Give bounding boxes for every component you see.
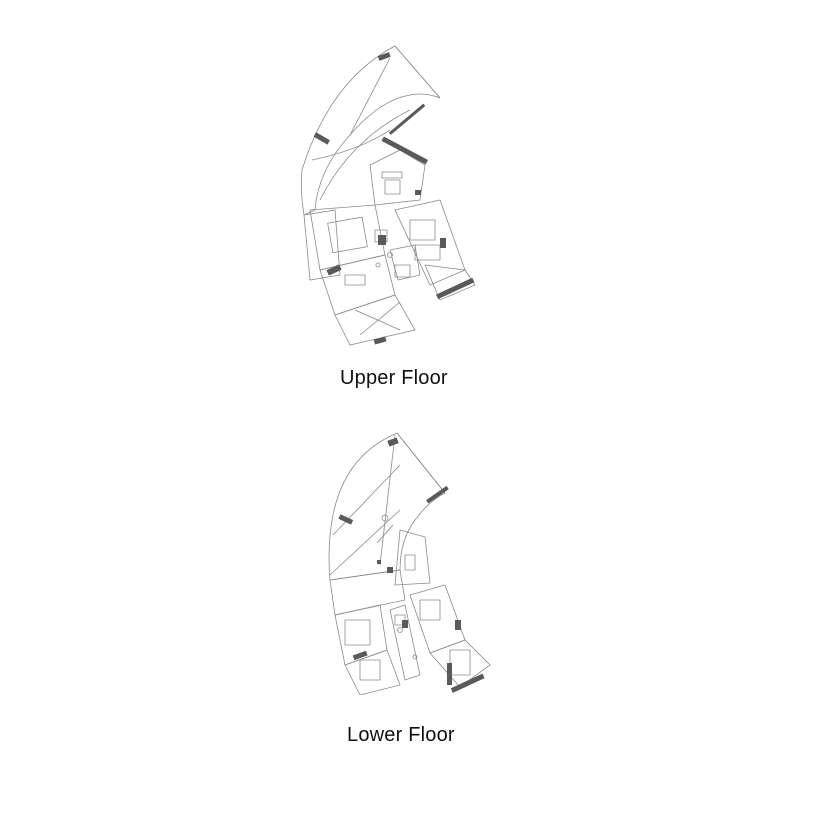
floor-plan-drawing-icon (300, 45, 476, 346)
upper-floor-caption: Upper Floor (340, 367, 448, 389)
lower-floor-caption: Lower Floor (347, 724, 455, 746)
floor-plan-drawing-icon (328, 432, 491, 695)
lower-floor-plan (305, 425, 495, 695)
upper-floor-plan (290, 40, 490, 350)
